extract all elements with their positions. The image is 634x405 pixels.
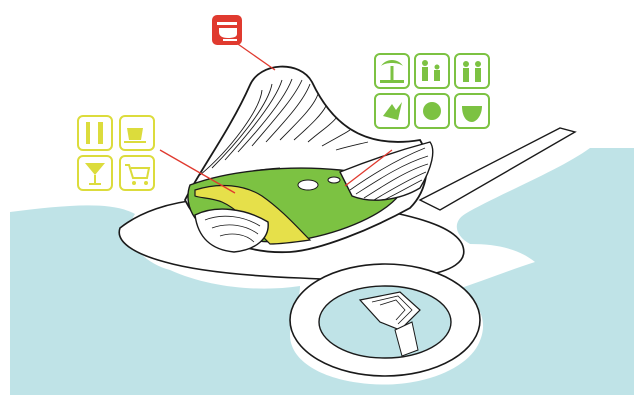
family-icon (415, 54, 449, 88)
bowl-icon (455, 94, 489, 128)
skylight (328, 177, 340, 183)
cocktail-glass-icon (78, 156, 112, 190)
transport-icons (212, 15, 242, 45)
helicopter-icon (212, 15, 242, 45)
people-icon (455, 54, 489, 88)
bird-icon (375, 94, 409, 128)
coffee-cup-icon (120, 116, 154, 150)
cutlery-icon (78, 116, 112, 150)
palm-tree-icon (375, 54, 409, 88)
skylight (298, 180, 318, 190)
shopping-cart-icon (120, 156, 154, 190)
circle-icon (415, 94, 449, 128)
